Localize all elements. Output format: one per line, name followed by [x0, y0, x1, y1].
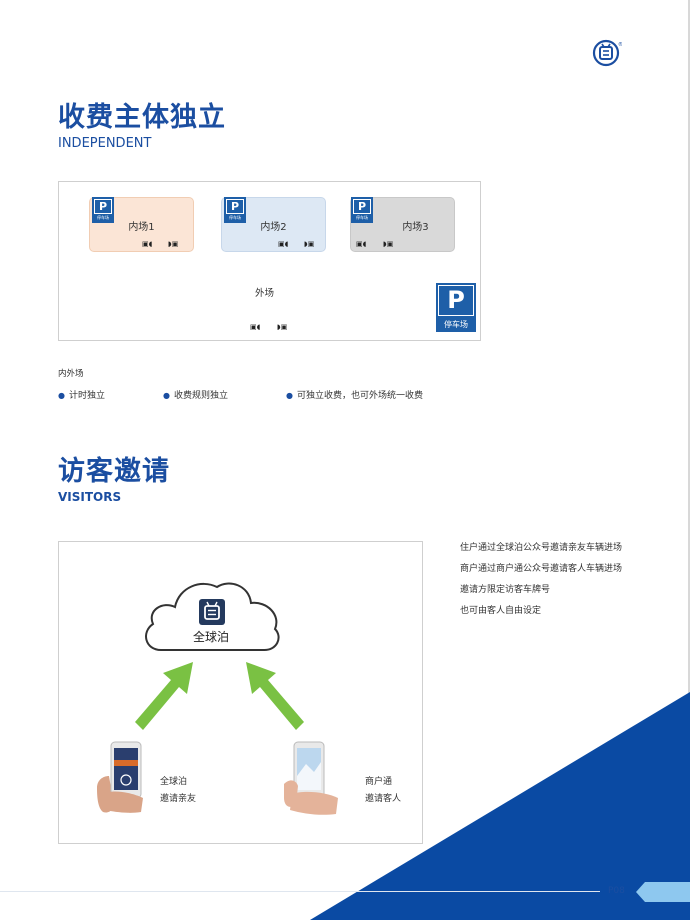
camera-in-icon: ▣◖: [356, 240, 367, 248]
parking-sign-large-icon: P 停车场: [436, 283, 476, 332]
parking-sign-icon: P 停车场: [92, 197, 114, 223]
section2-title: 访客邀请: [58, 456, 170, 487]
footer-rule: [0, 891, 600, 892]
diagram-caption: 内外场: [58, 369, 84, 379]
arrow-up-right-icon: [135, 662, 193, 730]
camera-in-icon: ▣◖: [250, 323, 261, 331]
camera-out-icon: ◗▣: [168, 240, 179, 248]
bullet-item: ●计时独立: [58, 391, 105, 401]
outer-zone-label: 外场: [255, 288, 275, 299]
bullet-item: ●可独立收费，也可外场统一收费: [286, 391, 423, 401]
right-phone-label: 商户通 邀请客人: [365, 777, 402, 804]
camera-out-icon: ◗▣: [277, 323, 288, 331]
page-number: P08: [608, 886, 625, 896]
parking-sign-icon: P 停车场: [224, 197, 246, 223]
bullet-item: ●收费规则独立: [163, 391, 228, 401]
hand-phone-image: [284, 741, 338, 815]
page-edge: [688, 0, 690, 920]
inner-zone-2-label: 内场2: [260, 222, 287, 233]
inner-zone-1-label: 内场1: [128, 222, 155, 233]
camera-in-icon: ▣◖: [142, 240, 153, 248]
cloud-label: 全球泊: [193, 630, 230, 644]
description-line: 也可由客人自由设定: [460, 606, 542, 616]
left-phone-label: 全球泊 邀请亲友: [160, 777, 197, 804]
visitor-diagram: 全球泊 全球泊 邀请亲友 商户通 邀请客人: [58, 541, 423, 844]
section1-subtitle: INDEPENDENT: [58, 136, 152, 151]
inner-zone-3-label: 内场3: [402, 222, 429, 233]
hand-phone-image: [97, 741, 143, 813]
camera-out-icon: ◗▣: [383, 240, 394, 248]
arrow-up-left-icon: [246, 662, 304, 730]
quanqiubo-app-icon: [199, 599, 225, 625]
parking-sign-icon: P 停车场: [351, 197, 373, 223]
section2-subtitle: VISITORS: [58, 490, 122, 504]
camera-in-icon: ▣◖: [278, 240, 289, 248]
description-line: 住户通过全球泊公众号邀请亲友车辆进场: [460, 543, 623, 553]
section1-title: 收费主体独立: [58, 102, 226, 133]
parking-diagram: 内场1 ▣◖ ◗▣ 内场2 ▣◖ ◗▣ 内场3 ▣◖ ◗▣ P 停车场 P 停车…: [58, 181, 481, 341]
svg-text:®: ®: [618, 41, 622, 48]
camera-out-icon: ◗▣: [304, 240, 315, 248]
description-line: 邀请方限定访客车牌号: [460, 585, 551, 595]
quanqiubo-logo-icon: ®: [592, 39, 622, 67]
description-line: 商户通过商户通公众号邀请客人车辆进场: [460, 564, 623, 574]
